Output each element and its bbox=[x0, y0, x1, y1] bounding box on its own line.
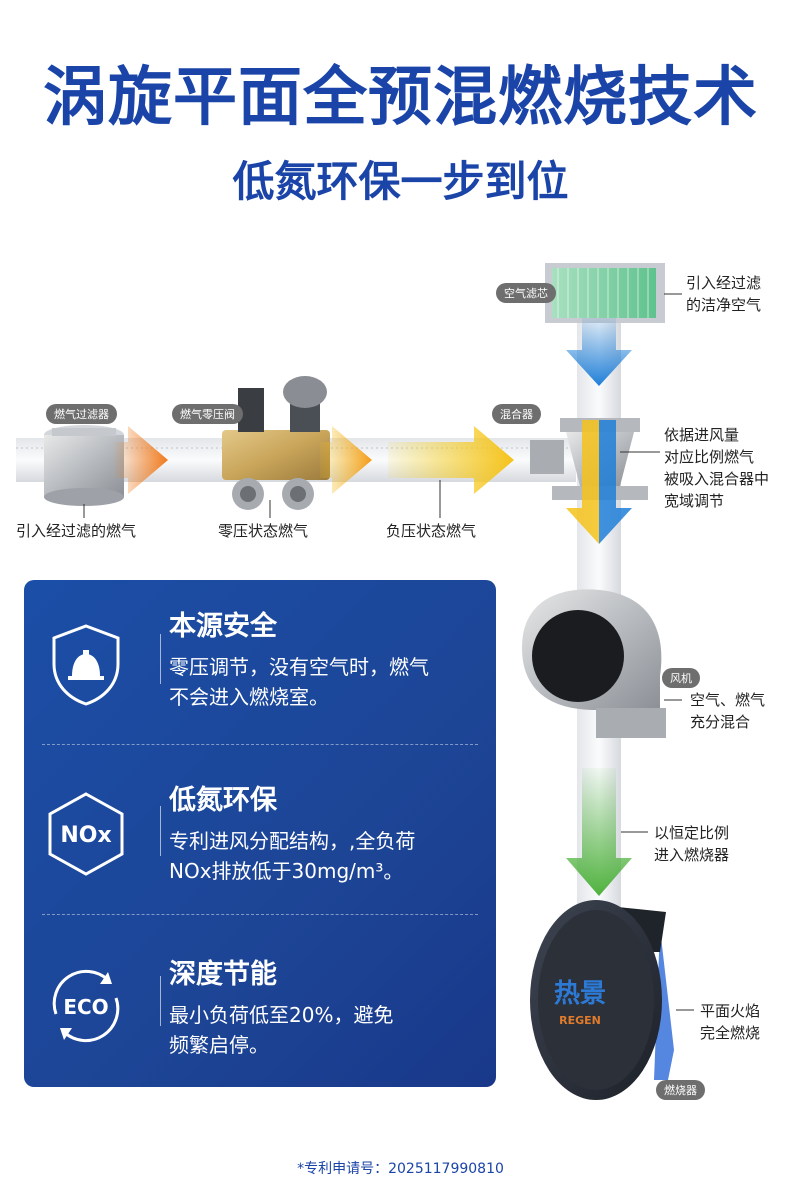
nox-hexagon-icon: NOx bbox=[48, 792, 124, 876]
page-title: 涡旋平面全预混燃烧技术 bbox=[43, 61, 758, 135]
feature-title: 本源安全 bbox=[169, 611, 277, 642]
divider bbox=[42, 914, 478, 915]
zero-pressure-valve-icon bbox=[222, 376, 330, 510]
blue-arrow-icon bbox=[566, 318, 632, 386]
label-fan-desc: 空气、燃气 充分混合 bbox=[690, 691, 766, 731]
orange-arrow-icon bbox=[320, 426, 372, 494]
green-arrow-icon bbox=[566, 768, 632, 896]
label-ratio-desc: 以恒定比例 进入燃烧器 bbox=[654, 824, 730, 864]
feature-title: 低氮环保 bbox=[169, 785, 277, 816]
mixed-arrow-icon bbox=[566, 420, 632, 544]
tag-fan: 风机 bbox=[662, 668, 700, 688]
burner-brand: 热景 bbox=[554, 979, 606, 1009]
fan-icon bbox=[522, 589, 666, 738]
tag-mixer: 混合器 bbox=[492, 404, 541, 424]
feature-title: 深度节能 bbox=[169, 959, 277, 990]
label-zero-pressure: 零压状态燃气 bbox=[218, 522, 309, 540]
svg-text:ECO: ECO bbox=[63, 995, 108, 1019]
tag-air-filter: 空气滤芯 bbox=[496, 283, 556, 303]
burner-icon: 热景 REGEN bbox=[530, 900, 674, 1100]
orange-arrow-icon bbox=[112, 426, 168, 494]
tag-zero-valve: 燃气零压阀 bbox=[172, 404, 243, 424]
yellow-arrow-icon bbox=[388, 426, 514, 494]
helmet-shield-icon bbox=[52, 624, 120, 706]
divider bbox=[42, 744, 478, 745]
gas-filter-icon bbox=[44, 425, 124, 506]
svg-text:NOx: NOx bbox=[60, 823, 111, 848]
label-filtered-gas: 引入经过滤的燃气 bbox=[16, 522, 137, 540]
features-panel: 本源安全 零压调节，没有空气时，燃气 不会进入燃烧室。 NOx 低氮环保 专利进… bbox=[24, 580, 496, 1087]
label-clean-air: 引入经过滤 的洁净空气 bbox=[686, 274, 762, 314]
eco-cycle-icon: ECO bbox=[52, 969, 120, 1043]
label-mixer-desc: 依据进风量 对应比例燃气 被吸入混合器中 宽域调节 bbox=[664, 426, 770, 510]
feature-desc: 最小负荷低至20%，避免 频繁启停。 bbox=[169, 1003, 394, 1057]
tag-burner: 燃烧器 bbox=[656, 1080, 705, 1100]
feature-desc: 专利进风分配结构，,全负荷 NOx排放低于30mg/m³。 bbox=[169, 829, 416, 883]
label-negative-pressure: 负压状态燃气 bbox=[386, 522, 477, 540]
feature-desc: 零压调节，没有空气时，燃气 不会进入燃烧室。 bbox=[169, 655, 429, 709]
patent-number: *专利申请号：2025117990810 bbox=[297, 1161, 504, 1177]
air-filter-icon bbox=[545, 263, 665, 323]
burner-brand-en: REGEN bbox=[559, 1014, 601, 1027]
label-flame-desc: 平面火焰 完全燃烧 bbox=[700, 1002, 761, 1042]
page-subtitle: 低氮环保一步到位 bbox=[232, 157, 569, 206]
tag-gas-filter: 燃气过滤器 bbox=[46, 404, 117, 424]
